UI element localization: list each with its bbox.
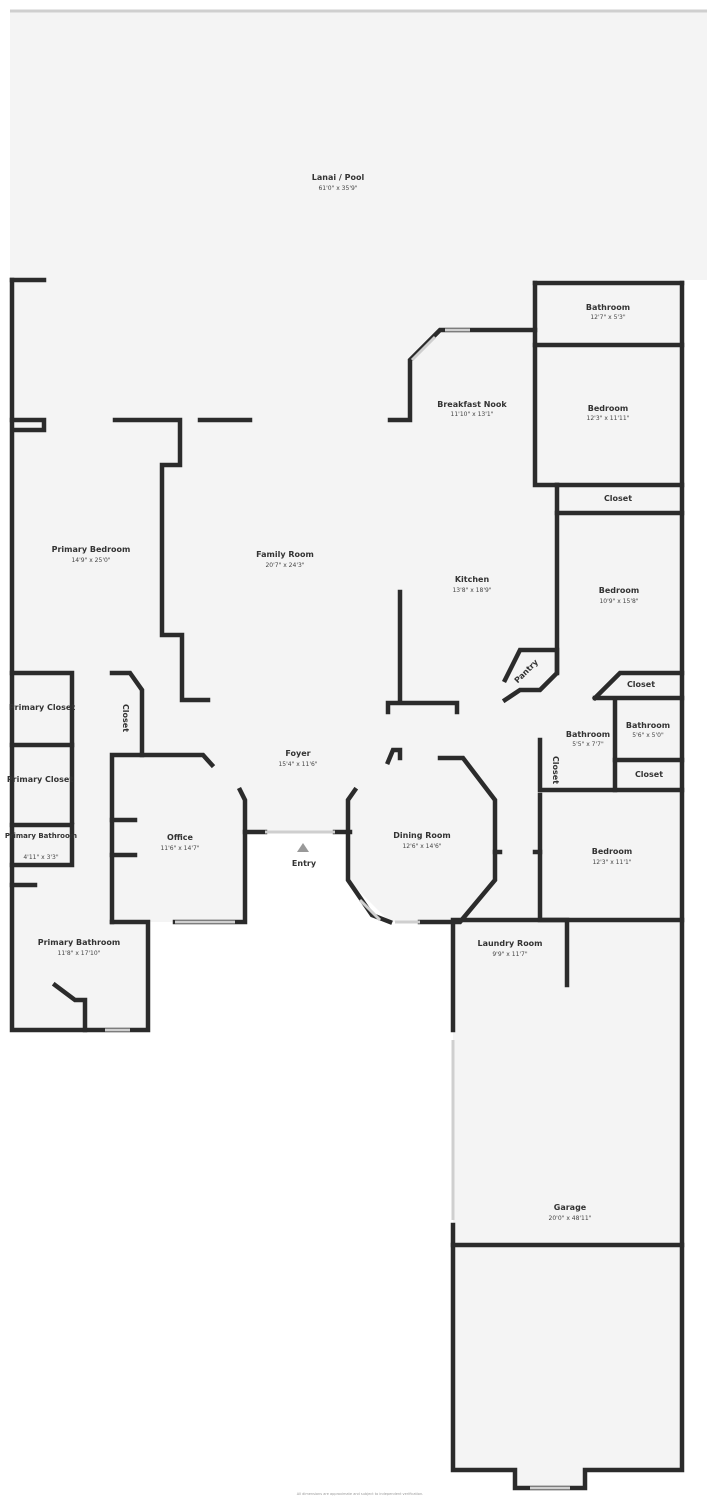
room-closet-3: Closet bbox=[121, 704, 130, 732]
svg-text:Closet: Closet bbox=[121, 704, 130, 732]
svg-text:Bedroom: Bedroom bbox=[599, 586, 640, 595]
room-laundry-room: Laundry Room 9'9" x 11'7" bbox=[477, 939, 542, 958]
room-breakfast-nook: Breakfast Nook 11'10" x 13'1" bbox=[437, 400, 507, 418]
room-lanai-pool: Lanai / Pool 61'0" x 35'9" bbox=[312, 173, 365, 192]
room-primary-bathroom: Primary Bathroom 11'8" x 17'10" bbox=[38, 938, 121, 957]
room-garage: Garage 20'0" x 48'11" bbox=[549, 1203, 592, 1222]
svg-text:12'7" x 5'3": 12'7" x 5'3" bbox=[590, 314, 626, 321]
room-closet-4: Closet bbox=[551, 756, 560, 784]
svg-text:Primary Bathroom: Primary Bathroom bbox=[5, 832, 77, 840]
svg-text:Primary Bedroom: Primary Bedroom bbox=[52, 545, 131, 554]
svg-text:Closet: Closet bbox=[604, 494, 632, 503]
room-primary-closet-2: Primary Closet bbox=[7, 775, 74, 784]
svg-text:Primary Bathroom: Primary Bathroom bbox=[38, 938, 121, 947]
svg-text:9'9" x 11'7": 9'9" x 11'7" bbox=[492, 951, 528, 958]
svg-text:Garage: Garage bbox=[554, 1203, 587, 1212]
svg-text:10'9" x 15'8": 10'9" x 15'8" bbox=[599, 598, 638, 605]
svg-text:11'10" x 13'1": 11'10" x 13'1" bbox=[451, 411, 494, 418]
room-primary-bathroom-small: Primary Bathroom 4'11" x 3'3" bbox=[5, 832, 77, 861]
svg-text:Lanai / Pool: Lanai / Pool bbox=[312, 173, 365, 182]
svg-text:15'4" x 11'6": 15'4" x 11'6" bbox=[278, 761, 317, 768]
house-floor bbox=[12, 280, 682, 1488]
windows bbox=[105, 328, 570, 1490]
room-family-room: Family Room 20'7" x 24'3" bbox=[256, 550, 314, 569]
room-office: Office 11'6" x 14'7" bbox=[160, 833, 199, 852]
svg-text:Bedroom: Bedroom bbox=[592, 847, 633, 856]
room-primary-closet-1: Primary Closet bbox=[9, 703, 76, 712]
room-kitchen: Kitchen 13'8" x 18'9" bbox=[452, 575, 491, 594]
svg-text:13'8" x 18'9": 13'8" x 18'9" bbox=[452, 587, 491, 594]
disclaimer: All dimensions are approximate and subje… bbox=[297, 1492, 424, 1496]
svg-text:11'6" x 14'7": 11'6" x 14'7" bbox=[160, 845, 199, 852]
svg-text:Dining Room: Dining Room bbox=[393, 831, 451, 840]
room-primary-bedroom: Primary Bedroom 14'9" x 25'0" bbox=[52, 545, 131, 564]
svg-text:5'6" x 5'0": 5'6" x 5'0" bbox=[632, 732, 664, 739]
room-dining-room: Dining Room 12'6" x 14'6" bbox=[393, 831, 451, 850]
svg-text:Bathroom: Bathroom bbox=[586, 303, 630, 312]
svg-text:Closet: Closet bbox=[635, 770, 663, 779]
svg-text:11'8" x 17'10": 11'8" x 17'10" bbox=[58, 950, 101, 957]
svg-text:Bedroom: Bedroom bbox=[588, 404, 629, 413]
svg-text:12'6" x 14'6": 12'6" x 14'6" bbox=[402, 843, 441, 850]
entry-arrow-icon bbox=[297, 843, 309, 852]
svg-text:Primary Closet: Primary Closet bbox=[7, 775, 74, 784]
room-closet-1: Closet bbox=[604, 494, 632, 503]
room-bedroom-2: Bedroom 10'9" x 15'8" bbox=[599, 586, 640, 605]
room-foyer: Foyer 15'4" x 11'6" bbox=[278, 749, 317, 768]
svg-text:5'5" x 7'7": 5'5" x 7'7" bbox=[572, 741, 604, 748]
walls bbox=[9, 277, 685, 1491]
svg-text:14'9" x 25'0": 14'9" x 25'0" bbox=[71, 557, 110, 564]
svg-text:Breakfast Nook: Breakfast Nook bbox=[437, 400, 507, 409]
svg-text:Bathroom: Bathroom bbox=[626, 721, 670, 730]
room-bathroom-3: Bathroom 5'6" x 5'0" bbox=[626, 721, 670, 739]
svg-text:Office: Office bbox=[167, 833, 193, 842]
svg-text:12'3" x 11'11": 12'3" x 11'11" bbox=[587, 415, 630, 422]
svg-text:Closet: Closet bbox=[551, 756, 560, 784]
svg-text:4'11" x 3'3": 4'11" x 3'3" bbox=[23, 854, 59, 861]
room-bathroom-1: Bathroom 12'7" x 5'3" bbox=[586, 303, 630, 321]
svg-text:Family Room: Family Room bbox=[256, 550, 314, 559]
room-bedroom-3: Bedroom 12'3" x 11'1" bbox=[592, 847, 633, 866]
svg-text:20'0" x 48'11": 20'0" x 48'11" bbox=[549, 1215, 592, 1222]
room-closet-5: Closet bbox=[635, 770, 663, 779]
room-bathroom-2: Bathroom 5'5" x 7'7" bbox=[566, 730, 610, 748]
svg-text:61'0" x 35'9": 61'0" x 35'9" bbox=[318, 185, 357, 192]
svg-text:Closet: Closet bbox=[627, 680, 655, 689]
svg-text:Foyer: Foyer bbox=[285, 749, 310, 758]
svg-text:Primary Closet: Primary Closet bbox=[9, 703, 76, 712]
room-closet-2: Closet bbox=[627, 680, 655, 689]
svg-text:Bathroom: Bathroom bbox=[566, 730, 610, 739]
room-bedroom-1: Bedroom 12'3" x 11'11" bbox=[587, 404, 630, 422]
svg-text:12'3" x 11'1": 12'3" x 11'1" bbox=[592, 859, 631, 866]
svg-text:20'7" x 24'3": 20'7" x 24'3" bbox=[265, 562, 304, 569]
entry-label: Entry bbox=[292, 859, 317, 868]
svg-text:Laundry Room: Laundry Room bbox=[477, 939, 542, 948]
svg-text:Kitchen: Kitchen bbox=[455, 575, 490, 584]
